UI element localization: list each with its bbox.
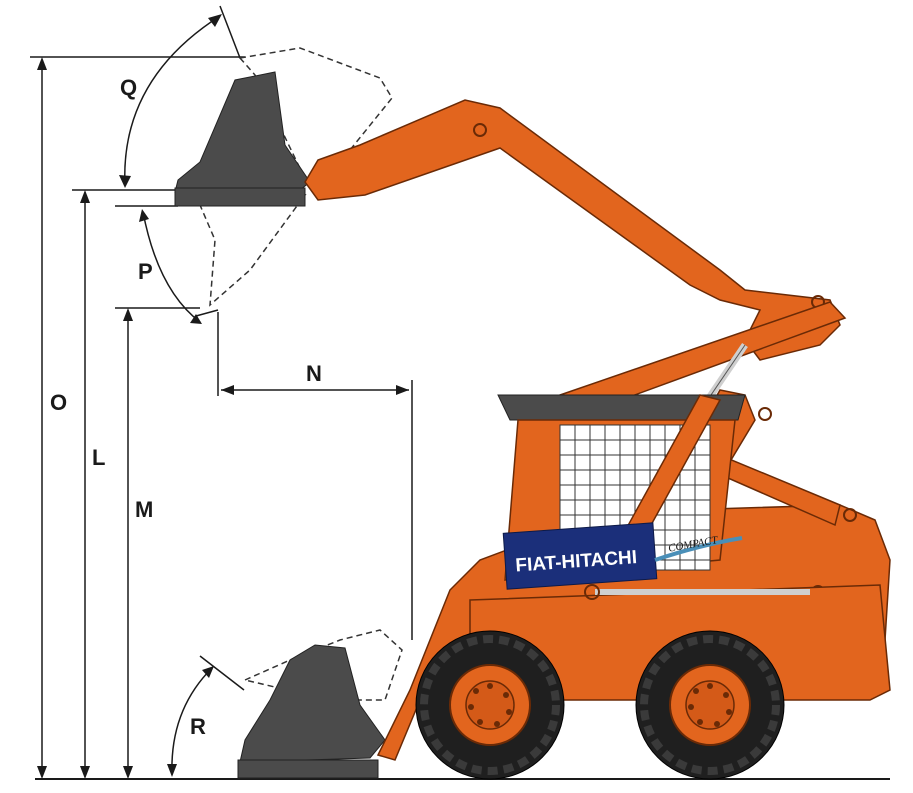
dim-Q-arc bbox=[124, 15, 221, 187]
loader-arm-raised bbox=[304, 99, 841, 361]
cab-roof bbox=[497, 394, 746, 421]
front-wheel bbox=[415, 630, 565, 780]
brand-panel bbox=[502, 522, 658, 590]
label-L: L bbox=[92, 445, 105, 470]
pivot-tilt bbox=[584, 584, 600, 600]
pivot-link-c bbox=[843, 508, 857, 522]
label-O: O bbox=[50, 390, 67, 415]
raised-bucket bbox=[174, 71, 311, 193]
rear-wheel bbox=[635, 630, 785, 780]
pivot-link-b bbox=[758, 407, 772, 421]
lowered-bucket bbox=[239, 644, 386, 763]
dim-P-arc bbox=[142, 211, 201, 323]
label-P: P bbox=[138, 259, 153, 284]
lowered-bucket-edge bbox=[237, 759, 379, 779]
label-M: M bbox=[135, 497, 153, 522]
raised-bucket-edge bbox=[174, 187, 306, 207]
dim-R-arc bbox=[171, 667, 213, 775]
dimension-arrowheads bbox=[37, 14, 409, 779]
dimension-lines bbox=[30, 5, 413, 776]
label-Q: Q bbox=[120, 75, 137, 100]
label-R: R bbox=[190, 714, 206, 739]
label-N: N bbox=[306, 361, 322, 386]
pivot-arm-tip bbox=[473, 123, 487, 137]
